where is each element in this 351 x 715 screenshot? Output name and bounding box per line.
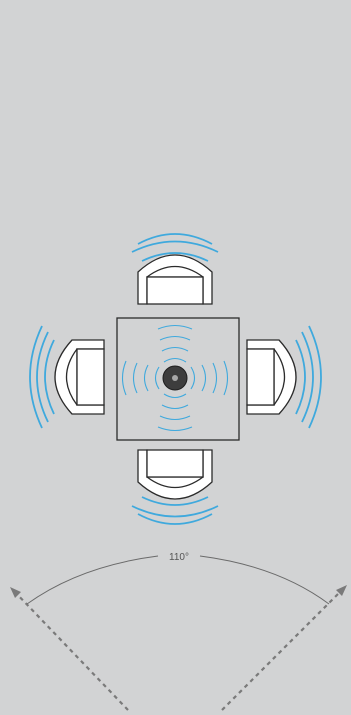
angle-arc-left xyxy=(26,555,159,605)
right-arrowhead xyxy=(336,585,347,596)
chair-bottom xyxy=(137,449,213,500)
chair-left xyxy=(54,339,105,415)
right-angle-line xyxy=(221,588,344,711)
viewing-angle-lines xyxy=(13,588,344,711)
center-speaker xyxy=(162,365,188,391)
top-sound-waves xyxy=(131,233,219,262)
table xyxy=(116,317,240,441)
angle-label: 110° xyxy=(169,552,189,563)
bottom-sound-waves xyxy=(131,496,219,525)
right-sound-waves xyxy=(295,325,322,429)
left-sound-waves xyxy=(29,325,55,429)
chair-right xyxy=(246,339,297,415)
chair-top xyxy=(137,254,213,305)
left-arrowhead xyxy=(10,587,21,598)
angle-arc-right xyxy=(199,555,330,605)
left-angle-line xyxy=(13,590,129,711)
center-sound-waves xyxy=(121,324,229,432)
